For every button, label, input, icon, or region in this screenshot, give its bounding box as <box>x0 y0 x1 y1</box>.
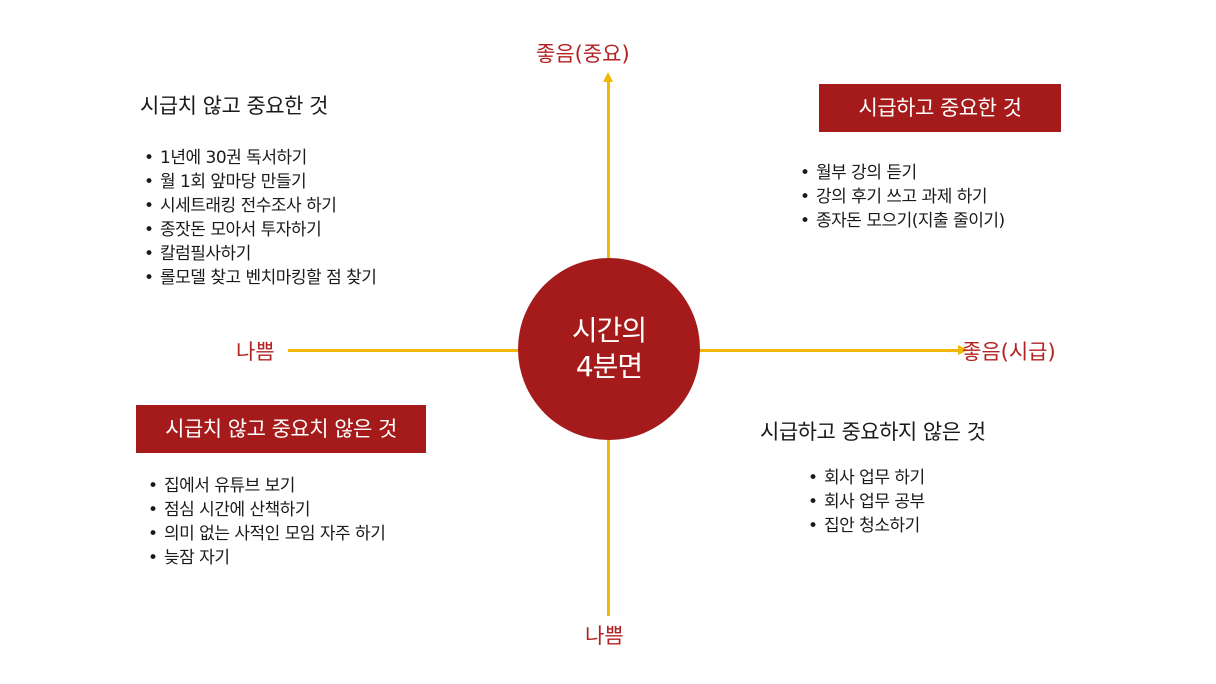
arrow-up-icon <box>603 72 613 82</box>
axis-label-left: 나쁨 <box>236 340 275 364</box>
center-line-2: 4분면 <box>575 350 643 383</box>
list-item: 의미 없는 사적인 모임 자주 하기 <box>144 522 386 546</box>
list-item: 월부 강의 듣기 <box>796 161 1005 185</box>
quadrant-list-top-left: 1년에 30권 독서하기 월 1회 앞마당 만들기 시세트래킹 전수조사 하기 … <box>140 146 377 290</box>
list-item: 강의 후기 쓰고 과제 하기 <box>796 185 1005 209</box>
list-item: 집안 청소하기 <box>804 514 925 538</box>
list-item: 종잣돈 모아서 투자하기 <box>140 218 376 242</box>
quadrant-title-top-left: 시급치 않고 중요한 것 <box>140 94 328 118</box>
center-line-1: 시간의 <box>571 314 647 347</box>
list-item: 집에서 유튜브 보기 <box>144 474 385 498</box>
list-item: 1년에 30권 독서하기 <box>140 146 376 170</box>
quadrant-title-bottom-left: 시급치 않고 중요치 않은 것 <box>136 405 426 453</box>
list-item: 종자돈 모으기(지출 줄이기) <box>796 209 1005 233</box>
quadrant-list-top-right: 월부 강의 듣기 강의 후기 쓰고 과제 하기 종자돈 모으기(지출 줄이기) <box>796 161 1005 233</box>
arrow-right-icon <box>958 345 968 355</box>
list-item: 롤모델 찾고 벤치마킹할 점 찾기 <box>140 266 377 290</box>
quadrant-list-bottom-right: 회사 업무 하기 회사 업무 공부 집안 청소하기 <box>804 466 925 538</box>
list-item: 월 1회 앞마당 만들기 <box>140 170 376 194</box>
axis-label-right: 좋음(시급) <box>962 340 1056 364</box>
center-circle: 시간의 4분면 <box>518 258 700 440</box>
axis-label-top: 좋음(중요) <box>536 42 630 66</box>
quadrant-title-top-right: 시급하고 중요한 것 <box>819 84 1061 132</box>
list-item: 점심 시간에 산책하기 <box>144 498 385 522</box>
list-item: 늦잠 자기 <box>144 546 385 570</box>
list-item: 시세트래킹 전수조사 하기 <box>140 194 376 218</box>
list-item: 회사 업무 하기 <box>804 466 925 490</box>
list-item: 회사 업무 공부 <box>804 490 925 514</box>
quadrant-title-bottom-right: 시급하고 중요하지 않은 것 <box>760 420 986 444</box>
axis-label-bottom: 나쁨 <box>585 624 624 648</box>
list-item: 칼럼필사하기 <box>140 242 376 266</box>
quadrant-list-bottom-left: 집에서 유튜브 보기 점심 시간에 산책하기 의미 없는 사적인 모임 자주 하… <box>144 474 386 570</box>
